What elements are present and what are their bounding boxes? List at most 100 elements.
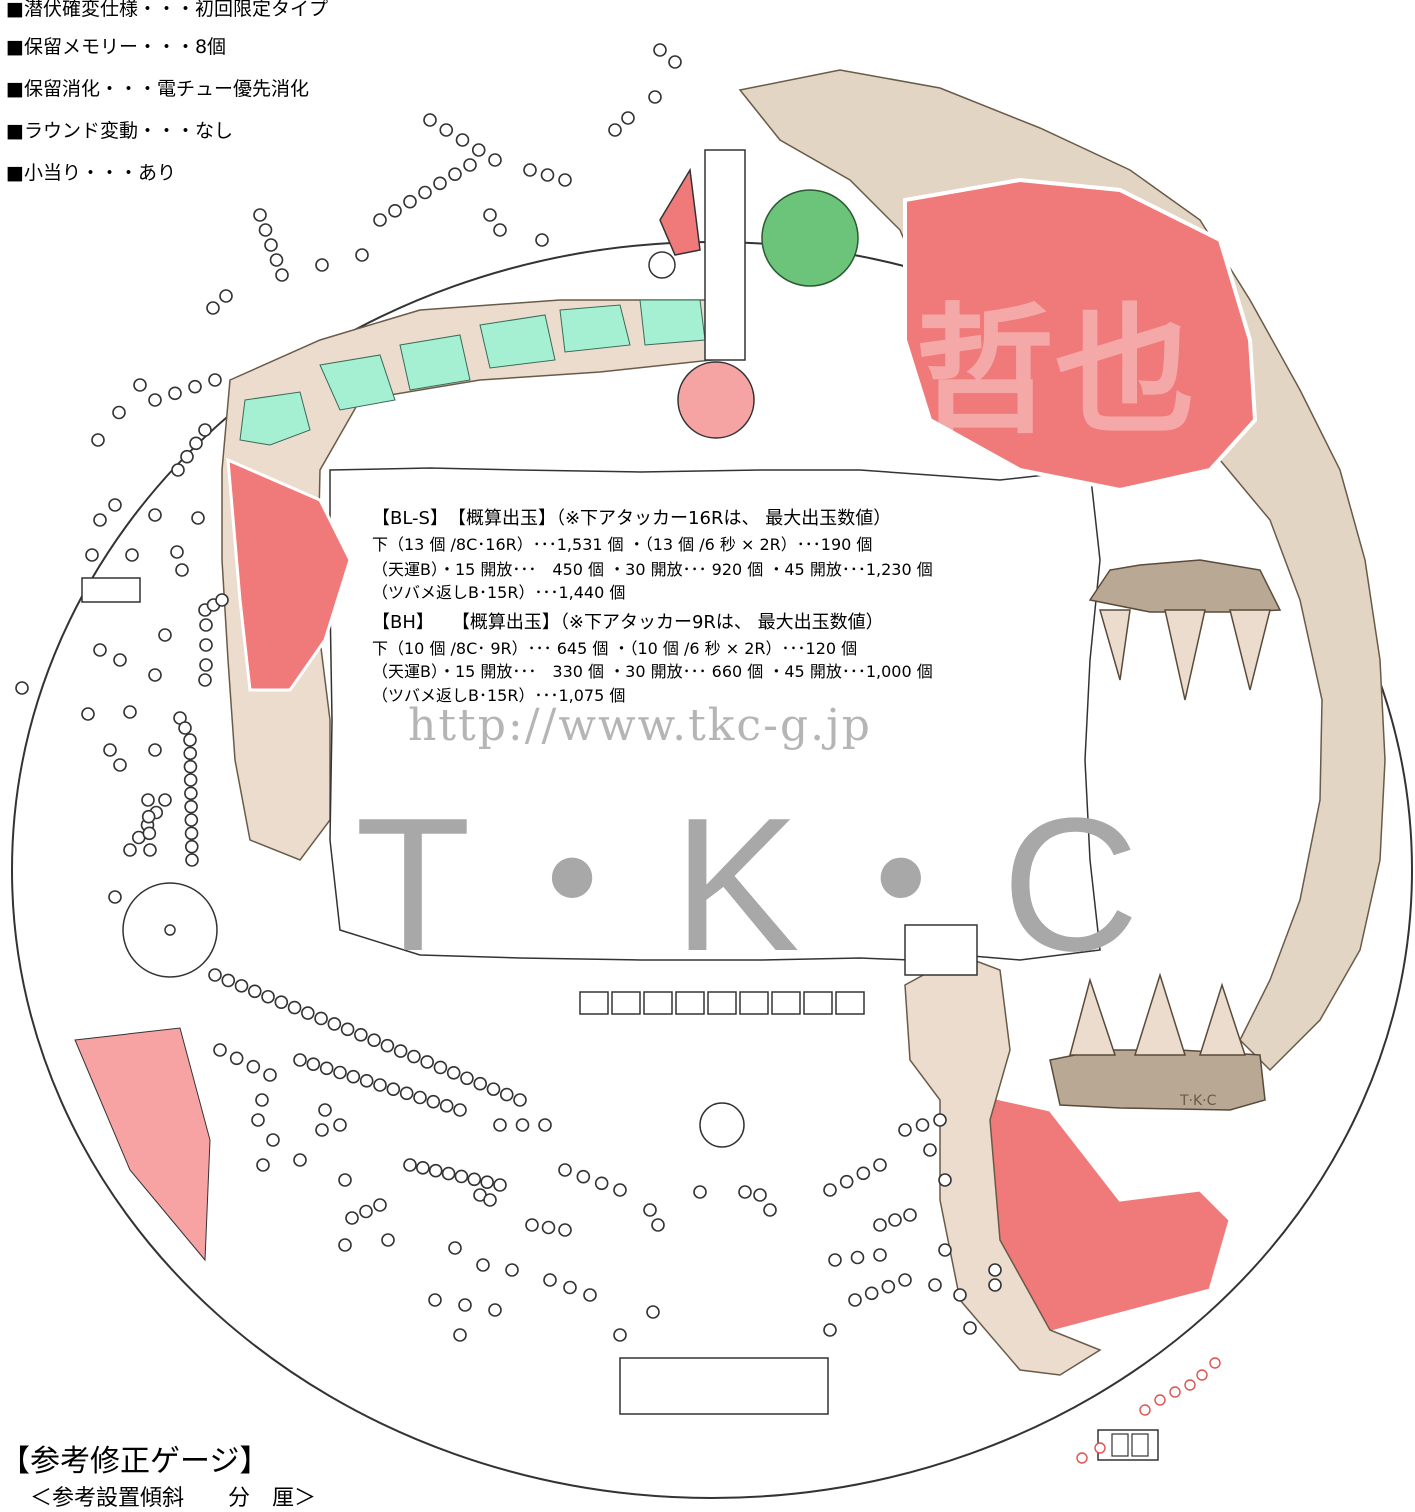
nail-pin xyxy=(133,378,147,392)
nail-pin xyxy=(738,1185,752,1199)
nail-pin xyxy=(493,223,507,237)
nail-pin xyxy=(199,658,213,672)
nail-pin xyxy=(856,1166,871,1181)
nail-pin xyxy=(515,1118,530,1132)
nail-pin xyxy=(898,1273,912,1287)
nail-pin xyxy=(523,163,537,177)
nail-pin xyxy=(148,668,162,682)
nail-pin xyxy=(315,1123,329,1137)
nail-pin xyxy=(938,1243,952,1257)
nail-pin xyxy=(423,113,437,127)
nail-pin xyxy=(460,1071,474,1086)
nail-pin xyxy=(446,1066,461,1080)
nail-pin xyxy=(306,1057,321,1071)
nail-pin xyxy=(538,1118,552,1132)
nail-pin xyxy=(493,1178,507,1192)
nail-pin xyxy=(439,123,454,137)
nail-pin xyxy=(229,1051,244,1066)
nail-pin xyxy=(184,813,199,827)
nail-pin xyxy=(454,1169,469,1184)
launch-rail xyxy=(704,149,746,361)
start-pocket xyxy=(699,1102,745,1148)
nail-pin xyxy=(938,1173,952,1187)
nail-pin xyxy=(215,593,229,607)
nail-pin xyxy=(403,1158,417,1172)
nail-pin xyxy=(367,1033,381,1048)
nail-pin xyxy=(315,258,329,272)
nail-pin xyxy=(888,1213,902,1227)
nail-pin xyxy=(355,248,369,262)
nail-pin xyxy=(418,185,432,200)
nail-pin xyxy=(428,1293,442,1307)
nail-pin xyxy=(453,1328,467,1342)
nail-pin xyxy=(963,1321,977,1335)
nail-pin xyxy=(208,373,222,387)
nail-pin xyxy=(93,643,107,657)
nail-pin xyxy=(359,1074,374,1088)
nail-pin xyxy=(488,1303,502,1317)
nail-pin xyxy=(988,1263,1002,1277)
nail-pin xyxy=(483,208,497,222)
nail-pin xyxy=(219,289,233,303)
nail-pin xyxy=(439,1099,454,1113)
nail-pin xyxy=(338,1173,352,1187)
nail-pin xyxy=(269,253,284,267)
nail-pin xyxy=(345,1211,359,1225)
nail-pin xyxy=(293,1053,307,1067)
nail-pin xyxy=(340,1022,355,1037)
nail-pin xyxy=(386,1082,401,1096)
nail-pin xyxy=(483,1193,497,1207)
nail-pin xyxy=(499,1087,514,1102)
nail-pin xyxy=(643,1203,657,1217)
nail-pin xyxy=(183,773,198,787)
nail-pin xyxy=(903,1208,917,1222)
nail-pin xyxy=(823,1323,837,1337)
nail-pin xyxy=(301,1006,315,1020)
nail-pin xyxy=(426,1094,441,1109)
nail-pin xyxy=(373,1078,387,1092)
nail-pin xyxy=(287,1000,302,1015)
footer-title: 【参考修正ゲージ】 xyxy=(0,1444,270,1479)
nail-pin xyxy=(148,393,162,407)
lamp-green xyxy=(761,189,859,287)
nail-pin xyxy=(923,1143,937,1157)
nail-pin xyxy=(184,786,198,801)
nail-pin xyxy=(473,1076,488,1091)
upper-jaw xyxy=(1088,559,1282,701)
nail-pin xyxy=(693,1185,707,1199)
nail-pin xyxy=(873,1158,887,1172)
spec-hold-digest: ■保留消化・・・電チュー優先消化 xyxy=(6,78,309,100)
nail-pin xyxy=(915,1118,930,1132)
nail-pin xyxy=(191,511,205,525)
nail-pin xyxy=(188,379,202,394)
nail-pin xyxy=(413,1090,427,1105)
nail-pin xyxy=(420,1055,434,1069)
bls-line-1: 下（13 個 /8C･16R）･･･1,531 個 ・（13 個 /6 秒 × … xyxy=(372,535,873,554)
nail-pin xyxy=(455,133,470,147)
bh-header: 【BH】 【概算出玉】（※下アタッカー9Rは、 最大出玉数値） xyxy=(372,612,884,633)
nail-pin xyxy=(264,238,278,252)
nail-pin xyxy=(247,984,262,999)
nail-pin xyxy=(266,1133,280,1147)
nail-pin xyxy=(251,1113,265,1127)
nail-pin xyxy=(206,301,220,315)
nail-pin xyxy=(668,55,682,69)
sfx-left-upper xyxy=(226,457,352,692)
nail-pin xyxy=(613,1328,627,1342)
nail-pin xyxy=(873,1218,887,1232)
nail-pin xyxy=(123,705,137,719)
nail-pin xyxy=(184,839,199,854)
nail-pin xyxy=(594,1176,609,1191)
nail-pin xyxy=(318,1103,332,1117)
nail-pin xyxy=(763,1203,777,1217)
nail-pin xyxy=(183,733,197,747)
nail-pin xyxy=(380,1038,395,1053)
jaw-logo-text: T·K·C xyxy=(1179,1093,1217,1109)
nail-pin xyxy=(453,1103,467,1117)
nail-pin xyxy=(476,1258,490,1272)
bls-line-2: （天運B）・15 開放･･･ 450 個 ・30 開放･･･ 920 個 ・45… xyxy=(372,560,933,579)
nail-pin xyxy=(183,746,198,761)
nail-pin xyxy=(428,1163,443,1178)
nail-pin xyxy=(168,386,182,401)
nail-pin xyxy=(199,638,213,652)
